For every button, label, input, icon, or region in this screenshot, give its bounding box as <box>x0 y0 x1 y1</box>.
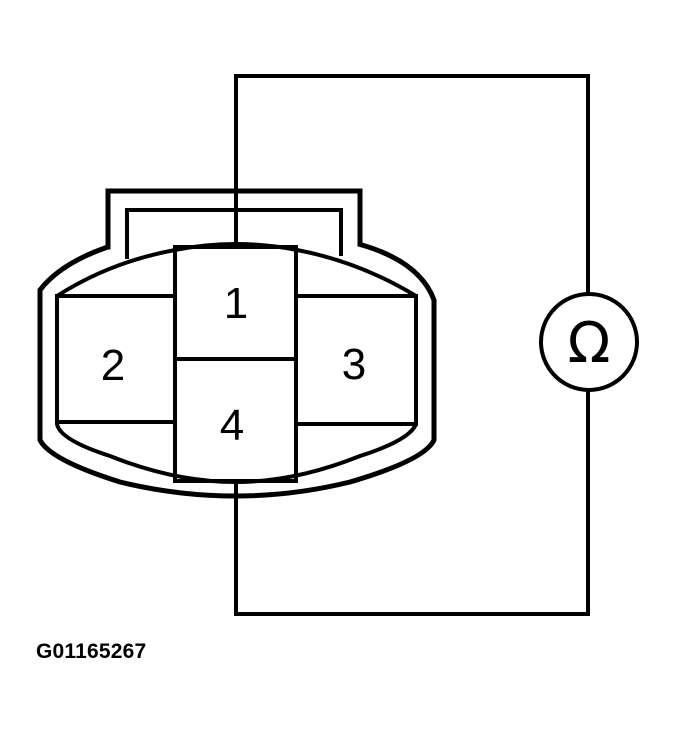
pin-cavities: 1 2 3 4 <box>55 245 418 483</box>
pin-1-label: 1 <box>224 279 248 328</box>
ohmmeter-circle <box>539 292 639 392</box>
pin-4-label: 4 <box>220 401 244 450</box>
omega-icon: Ω <box>568 311 611 376</box>
pin-3-cavity <box>294 294 418 426</box>
ohmmeter: Ω <box>539 292 639 392</box>
pin-3-label: 3 <box>342 340 366 389</box>
figure-id: G01165267 <box>36 640 147 663</box>
test-circuit-wire <box>234 74 590 616</box>
pin-2-cavity <box>55 294 177 424</box>
pin-2-label: 2 <box>101 341 125 390</box>
